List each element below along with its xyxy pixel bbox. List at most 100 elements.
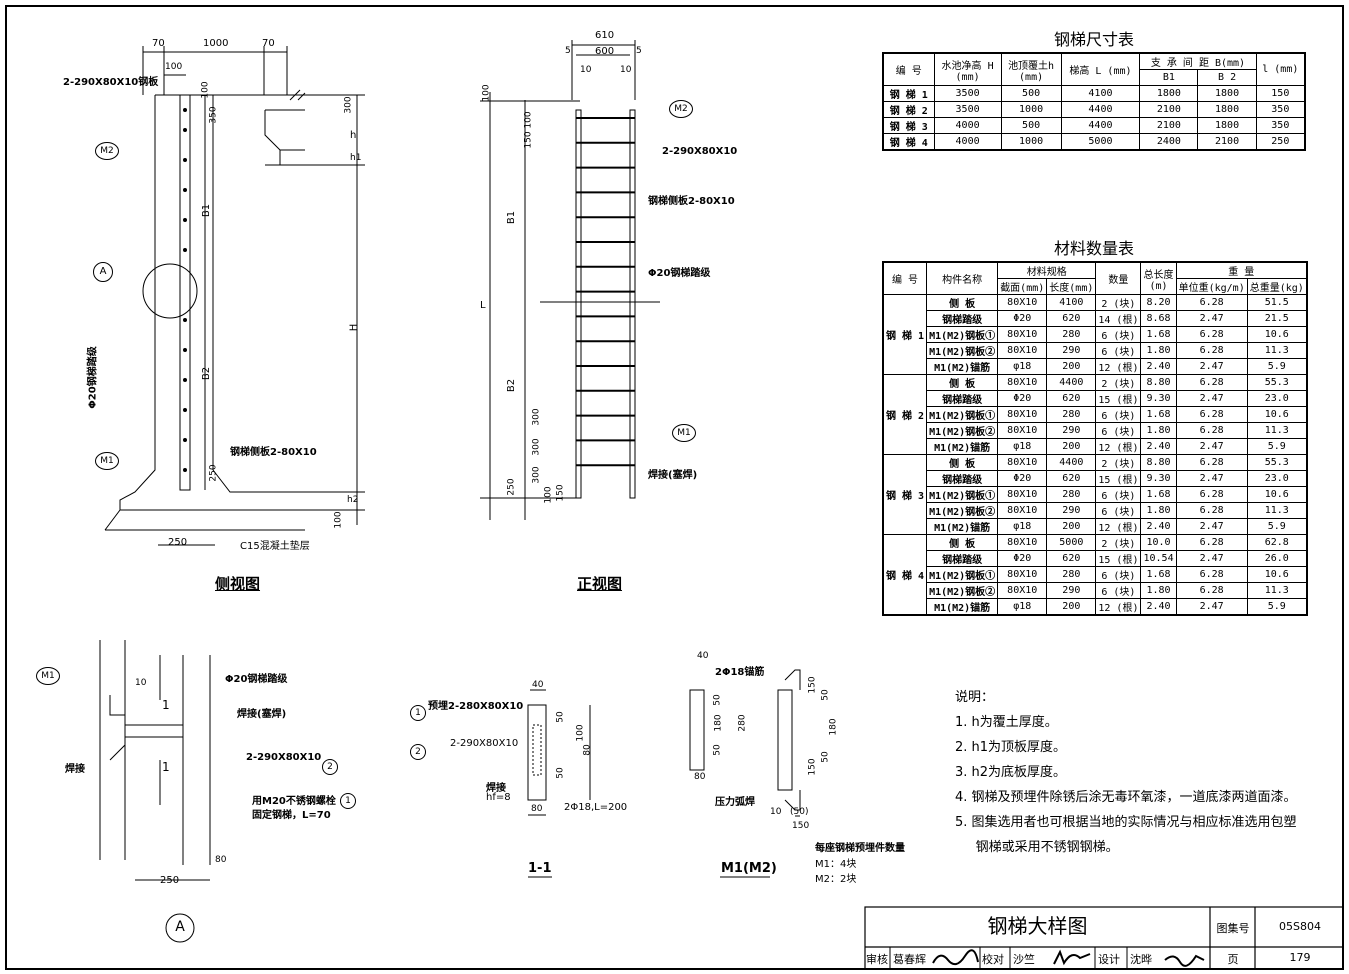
material-cell-total: 1.68	[1140, 486, 1177, 503]
material-cell-qty: 15 (根)	[1095, 550, 1142, 567]
material-cell-sec: 80X10	[997, 534, 1048, 551]
front-view-title: 正视图	[577, 575, 623, 593]
size-cell-no: 钢 梯 1	[882, 85, 935, 102]
m1-title: M1(M2)	[721, 861, 777, 876]
dim-label: 100	[481, 84, 492, 102]
item-1-marker: 1	[340, 793, 356, 809]
size-cell-L: 4400	[1060, 101, 1141, 118]
item-1-marker: 1	[410, 705, 426, 721]
material-cell-tw: 5.9	[1246, 358, 1308, 375]
material-cell-qty: 6 (块)	[1095, 582, 1142, 599]
material-cell-qty: 14 (根)	[1095, 310, 1142, 327]
material-cell-sec: 80X10	[997, 486, 1048, 503]
material-cell-len: 620	[1046, 470, 1097, 487]
material-cell-tw: 23.0	[1246, 470, 1308, 487]
dim-label: 80	[215, 855, 227, 865]
header-l: l (mm)	[1255, 52, 1306, 86]
header-H: 水池净高 H (mm)	[933, 52, 1002, 86]
material-cell-name: M1(M2)钢板①	[926, 486, 999, 503]
material-cell-unit: 6.28	[1175, 486, 1248, 503]
dim-label: 250	[160, 875, 180, 886]
material-cell-unit: 2.47	[1175, 390, 1248, 407]
material-cell-len: 5000	[1046, 534, 1097, 551]
size-cell-l: 150	[1255, 85, 1306, 102]
size-cell-B1: 2400	[1139, 133, 1199, 151]
dim-label: 180	[713, 714, 724, 732]
material-cell-len: 280	[1046, 326, 1097, 343]
size-cell-l: 350	[1255, 101, 1306, 118]
dim-label: 100	[523, 111, 534, 129]
dim-label: 50	[555, 767, 566, 779]
header-name: 构件名称	[926, 261, 999, 295]
material-cell-name: 侧 板	[926, 294, 999, 311]
check-label: 校对	[982, 953, 1004, 966]
header-B: 支 承 间 距 B(mm)	[1139, 52, 1257, 70]
material-cell-tw: 10.6	[1246, 326, 1308, 343]
material-cell-sec: 80X10	[997, 342, 1048, 359]
dim-label: 150	[555, 484, 566, 502]
section-anchor-label: 2Φ18,L=200	[564, 802, 628, 813]
dim-label: 1000	[203, 38, 229, 49]
dim-label: 5	[636, 46, 642, 56]
dim-label: 80	[582, 744, 593, 756]
material-cell-unit: 6.28	[1175, 582, 1248, 599]
dim-label: 40	[532, 680, 544, 690]
size-table-title: 钢梯尺寸表	[1053, 30, 1134, 49]
material-cell-len: 200	[1046, 358, 1097, 375]
material-cell-total: 1.68	[1140, 566, 1177, 583]
material-cell-name: M1(M2)钢板①	[926, 406, 999, 423]
dim-label: 10	[580, 65, 592, 75]
dim-label: h1	[350, 153, 362, 163]
material-cell-name: M1(M2)锚筋	[926, 438, 999, 455]
material-cell-qty: 2 (块)	[1095, 454, 1142, 471]
dim-label: B1	[506, 210, 518, 225]
material-cell-qty: 6 (块)	[1095, 342, 1142, 359]
material-cell-qty: 15 (根)	[1095, 390, 1142, 407]
size-cell-B1: 2100	[1139, 101, 1199, 118]
material-cell-unit: 6.28	[1175, 454, 1248, 471]
sheet-border	[5, 5, 1344, 970]
detail-plate-label: 2-290X80X10	[246, 752, 322, 763]
material-cell-total: 8.80	[1140, 374, 1177, 391]
review-label: 审核	[866, 953, 888, 966]
size-cell-H: 4000	[933, 133, 1002, 151]
title-block-frame	[864, 906, 1344, 970]
side-view-bolt-holes	[183, 108, 187, 472]
material-cell-name: M1(M2)锚筋	[926, 358, 999, 375]
dim-label: B2	[506, 378, 518, 393]
material-cell-qty: 2 (块)	[1095, 294, 1142, 311]
material-cell-tw: 5.9	[1246, 438, 1308, 455]
dim-label: 80	[531, 804, 543, 814]
size-cell-h: 1000	[1000, 133, 1062, 151]
dim-label: h	[350, 130, 357, 141]
section-title: 1-1	[528, 861, 552, 876]
detail-bolt-label: 用M20不锈钢螺栓	[252, 796, 336, 807]
material-cell-len: 290	[1046, 582, 1097, 599]
side-view-title: 侧视图	[215, 575, 261, 593]
material-cell-name: M1(M2)锚筋	[926, 518, 999, 535]
material-cell-unit: 6.28	[1175, 294, 1248, 311]
header-weight: 重 量	[1175, 261, 1308, 279]
dim-label: 150	[523, 131, 534, 149]
material-cell-sec: Φ20	[997, 470, 1048, 487]
front-plate-label: 2-290X80X10	[662, 146, 738, 157]
header-B1: B1	[1139, 69, 1199, 86]
material-cell-len: 200	[1046, 598, 1097, 616]
material-cell-total: 1.68	[1140, 326, 1177, 343]
header-tw: 总重量(kg)	[1246, 278, 1308, 295]
material-cell-total: 9.30	[1140, 390, 1177, 407]
note-item: 钢梯或采用不锈钢钢梯。	[955, 840, 1119, 855]
detail-a	[99, 640, 211, 943]
notes: 说明： 1. h为覆土厚度。 2. h1为顶板厚度。 3. h2为底板厚度。 4…	[955, 685, 1335, 860]
